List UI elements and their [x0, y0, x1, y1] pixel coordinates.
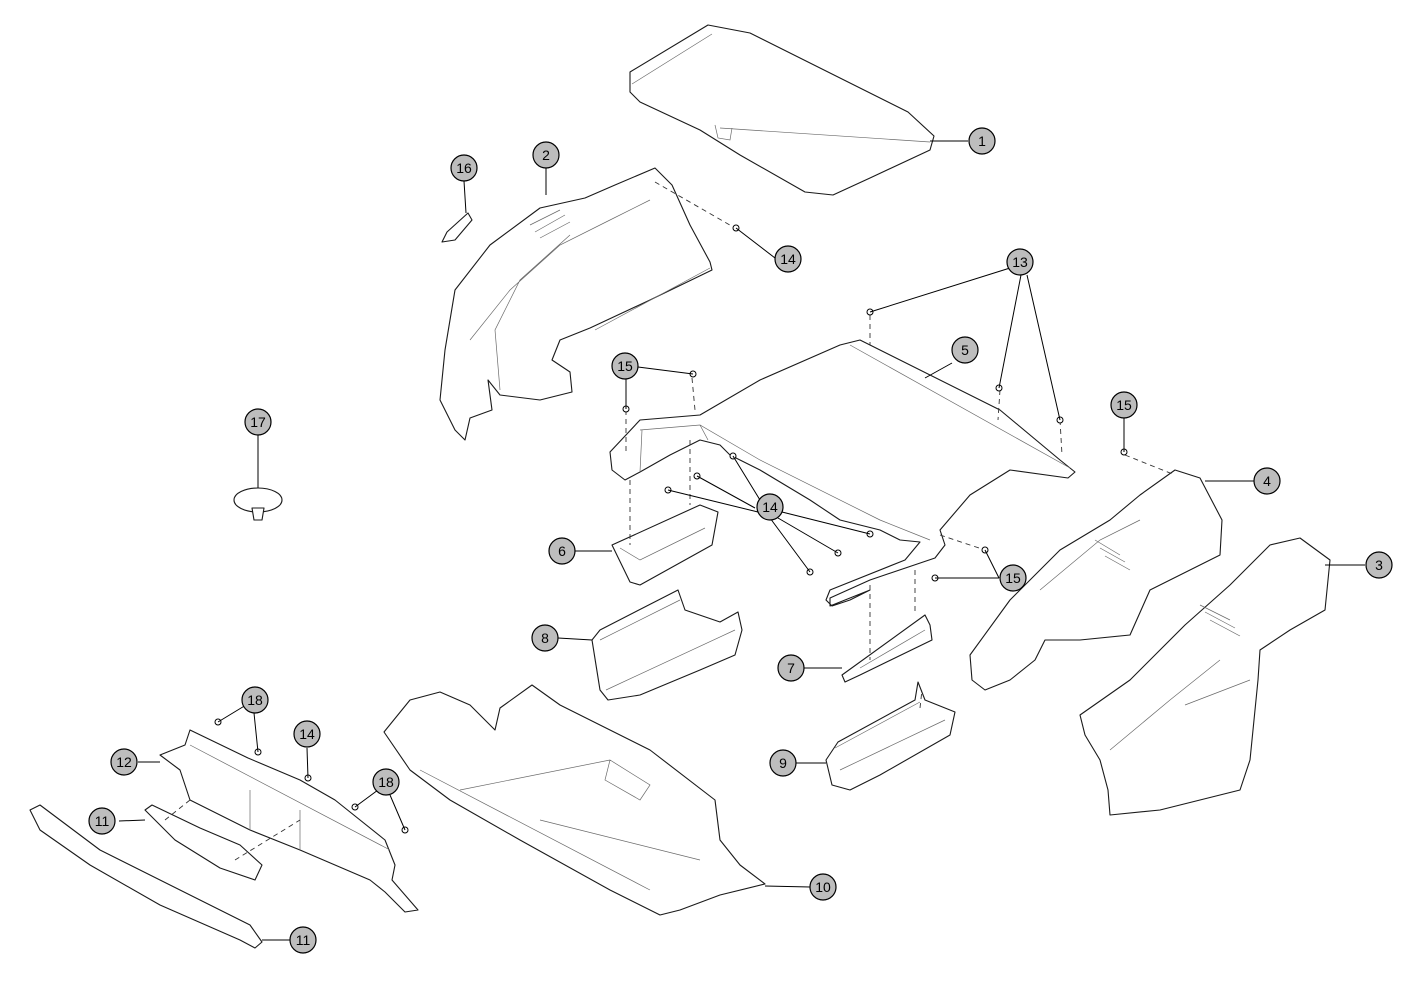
svg-text:3: 3: [1375, 557, 1383, 573]
svg-text:12: 12: [116, 754, 132, 770]
svg-text:15: 15: [1116, 397, 1132, 413]
callout-7: 7: [777, 654, 805, 682]
part-11-upper-bracket: [144, 804, 263, 881]
svg-text:18: 18: [378, 774, 394, 790]
assembly-lines: [164, 181, 1176, 861]
callout-10: 10: [809, 873, 837, 901]
svg-text:14: 14: [299, 726, 315, 742]
part-11-lower-bracket: [29, 804, 263, 949]
callout-14-center: 14: [756, 493, 784, 521]
callout-16: 16: [450, 154, 478, 182]
part-3-right-outer-trim: [1079, 537, 1331, 816]
callout-3: 3: [1365, 551, 1393, 579]
svg-text:18: 18: [247, 692, 263, 708]
svg-text:9: 9: [779, 755, 787, 771]
callout-17: 17: [244, 408, 272, 436]
callout-15-left: 15: [611, 352, 639, 380]
part-12-rear-trim-panel: [159, 729, 419, 913]
callout-12: 12: [110, 748, 138, 776]
part-9-right-side-tray: [825, 681, 956, 791]
svg-text:15: 15: [1005, 570, 1021, 586]
part-4-right-inner-trim: [969, 469, 1223, 691]
fasteners: [214, 224, 1128, 834]
svg-text:11: 11: [296, 932, 311, 948]
svg-text:7: 7: [787, 660, 795, 676]
callout-5: 5: [951, 336, 979, 364]
callout-14-bottom: 14: [293, 720, 321, 748]
part-7-right-bracket: [841, 614, 933, 683]
svg-text:16: 16: [456, 160, 472, 176]
callout-14-top: 14: [774, 245, 802, 273]
svg-text:14: 14: [762, 499, 778, 515]
callout-2: 2: [532, 141, 560, 169]
callout-1: 1: [968, 127, 996, 155]
part-1-cargo-cover: [629, 24, 935, 196]
callout-9: 9: [769, 749, 797, 777]
callout-6: 6: [548, 537, 576, 565]
part-8-left-side-tray: [591, 589, 743, 701]
callouts: 1 2 3 4 5 6 7 8 9 10 11 11 12 13 14 14 1…: [88, 127, 1393, 954]
callout-15-right: 15: [1110, 391, 1138, 419]
part-6-bracket: [611, 504, 719, 586]
leader-lines: [118, 140, 1365, 941]
callout-18-left: 18: [241, 686, 269, 714]
svg-text:11: 11: [95, 813, 110, 829]
svg-text:10: 10: [815, 879, 831, 895]
part-2-left-quarter-trim: [439, 167, 713, 441]
part-16-clip: [441, 212, 473, 243]
svg-text:6: 6: [558, 543, 566, 559]
part-17-push-cap: [233, 487, 283, 521]
callout-11-lower: 11: [289, 926, 317, 954]
svg-text:5: 5: [961, 342, 969, 358]
callout-11-upper: 11: [88, 807, 116, 835]
svg-text:1: 1: [978, 133, 986, 149]
callout-13: 13: [1006, 248, 1034, 276]
callout-8: 8: [531, 624, 559, 652]
svg-text:17: 17: [250, 414, 266, 430]
svg-text:8: 8: [541, 630, 549, 646]
part-10-trunk-floor-carpet: [383, 684, 766, 916]
part-5-rear-sill-panel: [609, 339, 1076, 607]
svg-text:15: 15: [617, 358, 633, 374]
svg-text:2: 2: [542, 147, 550, 163]
svg-text:13: 13: [1012, 254, 1028, 270]
callout-18-right: 18: [372, 768, 400, 796]
svg-text:14: 14: [780, 251, 796, 267]
callout-4: 4: [1253, 467, 1281, 495]
svg-text:4: 4: [1263, 473, 1271, 489]
callout-15-lower: 15: [999, 564, 1027, 592]
